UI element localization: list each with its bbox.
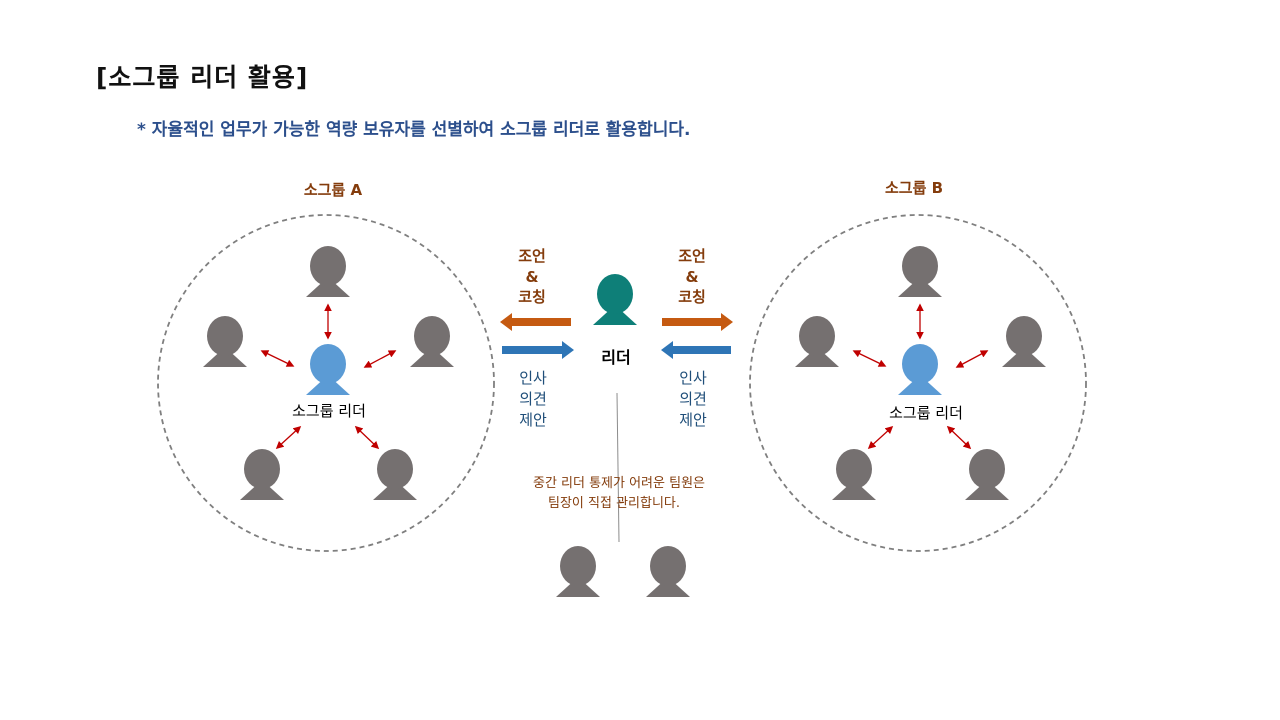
- svg-text:팀장이 직접 관리합니다.: 팀장이 직접 관리합니다.: [548, 496, 680, 511]
- group-b-arrow-bottom-left: [867, 425, 894, 450]
- group-a: 소그룹 A 소그룹 리더: [157, 181, 495, 552]
- group-a-member-icon-4: [240, 449, 284, 500]
- group-a-arrow-right: [363, 350, 397, 368]
- svg-text:코칭: 코칭: [518, 288, 546, 306]
- svg-text:코칭: 코칭: [678, 288, 706, 306]
- group-a-leader-label: 소그룹 리더: [292, 402, 366, 420]
- group-b-member-icon-4: [832, 449, 876, 500]
- left-advice-arrow: [500, 313, 571, 331]
- right-advice-text: 조언 & 코칭: [678, 247, 706, 306]
- page-subtitle: * 자율적인 업무가 가능한 역량 보유자를 선별하여 소그룹 리더로 활용합니…: [137, 120, 691, 140]
- group-b-boundary: [749, 214, 1087, 552]
- leader-label: 리더: [601, 348, 630, 367]
- group-a-member-icon-2: [203, 316, 247, 367]
- group-a-boundary: [157, 214, 495, 552]
- group-b-member-icon-3: [1002, 316, 1046, 367]
- left-proposal-arrow: [502, 341, 574, 359]
- direct-management-note: 중간 리더 통제가 어려운 팀원은 팀장이 직접 관리합니다.: [533, 476, 705, 511]
- group-b-arrow-right: [955, 350, 989, 368]
- direct-member-icon-2: [646, 546, 690, 597]
- svg-text:중간 리더 통제가 어려운 팀원은: 중간 리더 통제가 어려운 팀원은: [533, 476, 705, 491]
- svg-text:인사: 인사: [679, 369, 707, 387]
- svg-text:조언: 조언: [678, 247, 706, 265]
- group-b-member-icon-2: [795, 316, 839, 367]
- svg-text:의견: 의견: [519, 390, 547, 408]
- page-title: [소그룹 리더 활용]: [96, 63, 309, 92]
- direct-member-icon-1: [556, 546, 600, 597]
- group-a-arrow-bottom-right: [354, 425, 380, 450]
- svg-text:제안: 제안: [519, 411, 547, 429]
- group-a-sub-leader-icon: [306, 344, 350, 395]
- left-advice-text: 조언 & 코칭: [518, 247, 546, 306]
- group-b-sub-leader-icon: [898, 344, 942, 395]
- group-b-leader-label: 소그룹 리더: [889, 404, 963, 422]
- svg-text:제안: 제안: [679, 411, 707, 429]
- group-b-member-icon-5: [965, 449, 1009, 500]
- svg-text:조언: 조언: [518, 247, 546, 265]
- right-advice-arrow: [662, 313, 733, 331]
- group-b-label: 소그룹 B: [885, 179, 943, 197]
- right-proposal-arrow: [661, 341, 731, 359]
- group-b: 소그룹 B 소그룹 리더: [749, 179, 1087, 552]
- leader-icon: [593, 274, 637, 325]
- right-proposal-text: 인사 의견 제안: [679, 369, 707, 429]
- group-b-arrow-left: [852, 350, 887, 367]
- svg-text:의견: 의견: [679, 390, 707, 408]
- svg-text:&: &: [685, 268, 698, 286]
- group-b-member-icon-1: [898, 246, 942, 297]
- group-a-label: 소그룹 A: [304, 181, 363, 199]
- group-a-member-icon-5: [373, 449, 417, 500]
- left-proposal-text: 인사 의견 제안: [519, 369, 547, 429]
- svg-text:&: &: [525, 268, 538, 286]
- group-a-arrow-left: [260, 350, 295, 367]
- group-a-arrow-bottom-left: [275, 425, 302, 450]
- svg-text:인사: 인사: [519, 369, 547, 387]
- group-a-member-icon-1: [306, 246, 350, 297]
- group-a-member-icon-3: [410, 316, 454, 367]
- group-b-arrow-bottom-right: [946, 425, 972, 450]
- divider-line: [616, 392, 620, 543]
